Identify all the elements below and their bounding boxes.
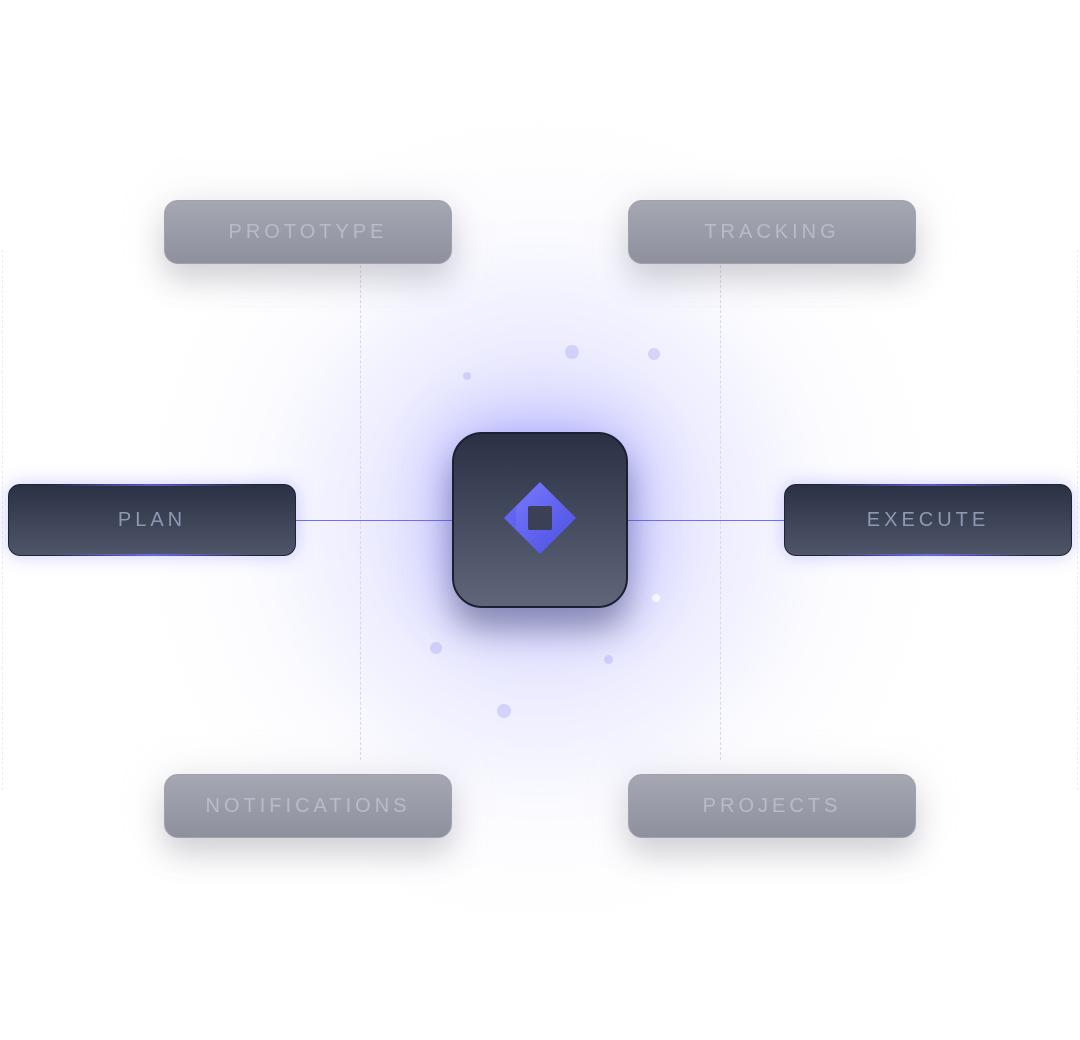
node-label: PLAN xyxy=(117,508,187,531)
particle xyxy=(565,345,579,359)
node-label: NOTIFICATIONS xyxy=(205,794,411,817)
node-tracking: TRACKING xyxy=(628,200,916,264)
guide-line xyxy=(360,250,361,760)
connector-execute xyxy=(627,520,785,521)
brand-logo-icon xyxy=(502,480,578,561)
node-label: TRACKING xyxy=(704,220,840,243)
hub-tile xyxy=(452,432,628,608)
node-label: PROJECTS xyxy=(702,794,842,817)
guide-line xyxy=(1077,250,1078,790)
node-prototype: PROTOTYPE xyxy=(164,200,452,264)
particle xyxy=(497,704,511,718)
node-label: EXECUTE xyxy=(866,508,990,531)
guide-line xyxy=(2,250,3,790)
particle xyxy=(648,348,660,360)
particle xyxy=(430,642,442,654)
node-label: PROTOTYPE xyxy=(228,220,388,243)
particle xyxy=(652,594,660,602)
node-execute: EXECUTE xyxy=(784,484,1072,556)
connector-plan xyxy=(296,520,454,521)
particle xyxy=(604,655,613,664)
node-plan: PLAN xyxy=(8,484,296,556)
particle xyxy=(463,372,471,380)
node-notifications: NOTIFICATIONS xyxy=(164,774,452,838)
node-projects: PROJECTS xyxy=(628,774,916,838)
guide-line xyxy=(720,250,721,760)
